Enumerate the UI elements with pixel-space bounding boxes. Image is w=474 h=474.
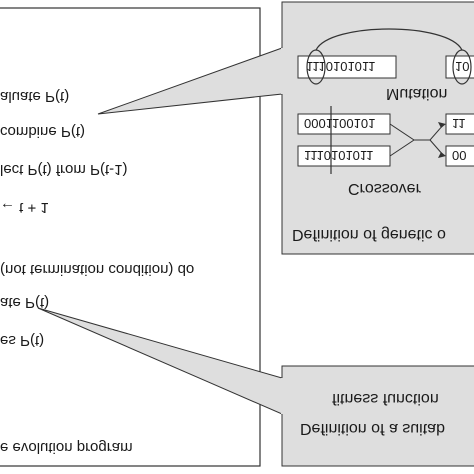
program-line-6: lect P(t) from P(t-1)	[0, 161, 128, 178]
program-line-7: combine P(t)	[0, 123, 85, 140]
chromosome-crossover-bottom-left-bits: 1110101011	[304, 148, 373, 163]
chromosome-mutation-right-bits: 10	[455, 59, 469, 74]
operators-callout: Definition of genetic o Crossover 111010…	[97, 1, 474, 255]
chromosome-crossover-top-right-bits: 11	[452, 116, 466, 131]
fitness-line-2: fitness function	[332, 390, 439, 407]
program-line-1: e evolution program	[0, 439, 133, 456]
program-line-5: ← t + 1	[0, 199, 49, 216]
fitness-box	[281, 365, 474, 467]
program-line-2: es P(t)	[0, 332, 44, 349]
arrow-head-upper	[438, 152, 446, 158]
chromosome-mutation-left	[297, 55, 397, 79]
chromosome-crossover-bottom-right-bits: 00	[452, 148, 466, 163]
fitness-callout: Definition of a suitab fitness function	[37, 307, 474, 467]
chromosome-mutation-left-bits: 1110101011	[306, 59, 375, 74]
chromosome-crossover-top-left-bits: 0001100101	[304, 116, 375, 131]
arrow-head-lower	[438, 122, 446, 128]
program-line-4: (not termination condition) do	[0, 261, 194, 278]
operators-title: Definition of genetic o	[292, 226, 446, 243]
mutation-arc	[315, 28, 463, 51]
crossover-label: Crossover	[348, 180, 422, 197]
program-lines: e evolution program es P(t) ate P(t) (no…	[0, 88, 194, 456]
program-line-3: ate P(t)	[0, 294, 49, 311]
program-line-8: aluate P(t)	[0, 88, 69, 105]
fitness-line-1: Definition of a suitab	[300, 420, 445, 437]
mutation-label: Mutation	[386, 85, 447, 102]
